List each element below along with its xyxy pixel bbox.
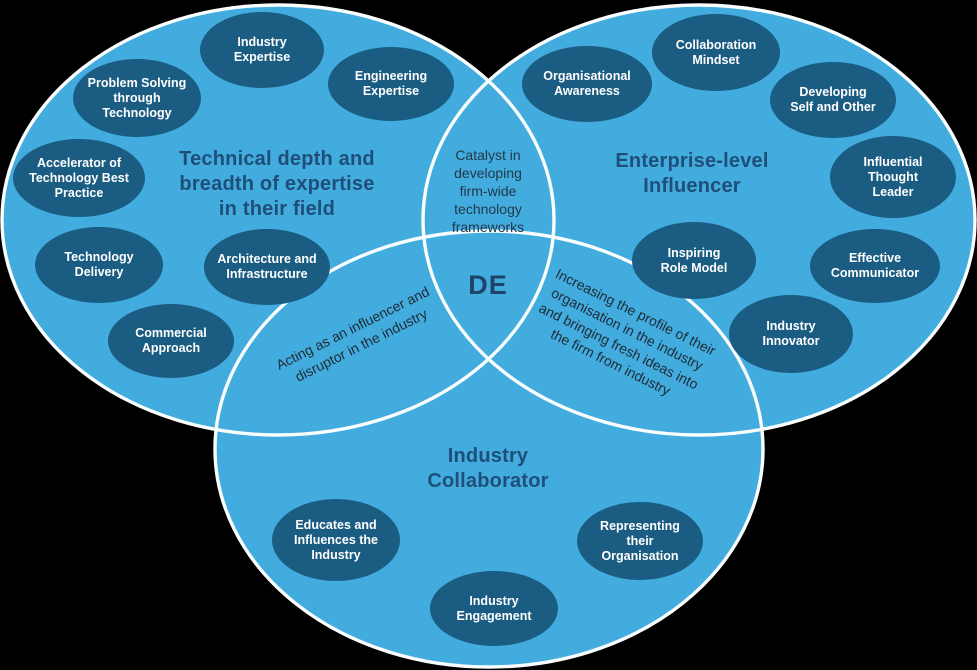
- node-industry-expertise: Industry Expertise: [200, 12, 324, 88]
- node-developing-self-and-other: Developing Self and Other: [770, 62, 896, 138]
- node-commercial-approach: Commercial Approach: [108, 304, 234, 378]
- node-industry-innovator: Industry Innovator: [729, 295, 853, 373]
- title-industry-collaborator: Industry Collaborator: [427, 445, 549, 493]
- node-effective-communicator: Effective Communicator: [810, 229, 940, 303]
- circle-industry-outline: [213, 229, 765, 669]
- node-engineering-expertise: Engineering Expertise: [328, 47, 454, 121]
- node-organisational-awareness: Organisational Awareness: [522, 46, 652, 122]
- title-technical-depth: Technical depth and breadth of expertise…: [179, 148, 375, 221]
- node-architecture-and-infrastructure: Architecture and Infrastructure: [204, 229, 330, 305]
- node-accelerator-of-technology-best-practice: Accelerator of Technology Best Practice: [13, 139, 145, 217]
- node-collaboration-mindset: Collaboration Mindset: [652, 14, 780, 91]
- node-industry-engagement: Industry Engagement: [430, 571, 558, 646]
- node-educates-and-influences-the-industry: Educates and Influences the Industry: [272, 499, 400, 581]
- node-technology-delivery: Technology Delivery: [35, 227, 163, 303]
- title-enterprise-level-influencer: Enterprise-level Influencer: [615, 150, 769, 198]
- node-inspiring-role-model: Inspiring Role Model: [632, 222, 756, 299]
- circle-enterprise-outline: [421, 3, 977, 437]
- node-representing-their-organisation: Representing their Organisation: [577, 502, 703, 580]
- overlap-text-catalyst: Catalyst in developing firm-wide technol…: [451, 147, 525, 235]
- circle-technical-outline: [0, 3, 556, 437]
- node-influential-thought-leader: Influential Thought Leader: [830, 136, 956, 218]
- center-label-de: DE: [468, 270, 508, 300]
- node-problem-solving-through-technology: Problem Solving through Technology: [73, 59, 201, 137]
